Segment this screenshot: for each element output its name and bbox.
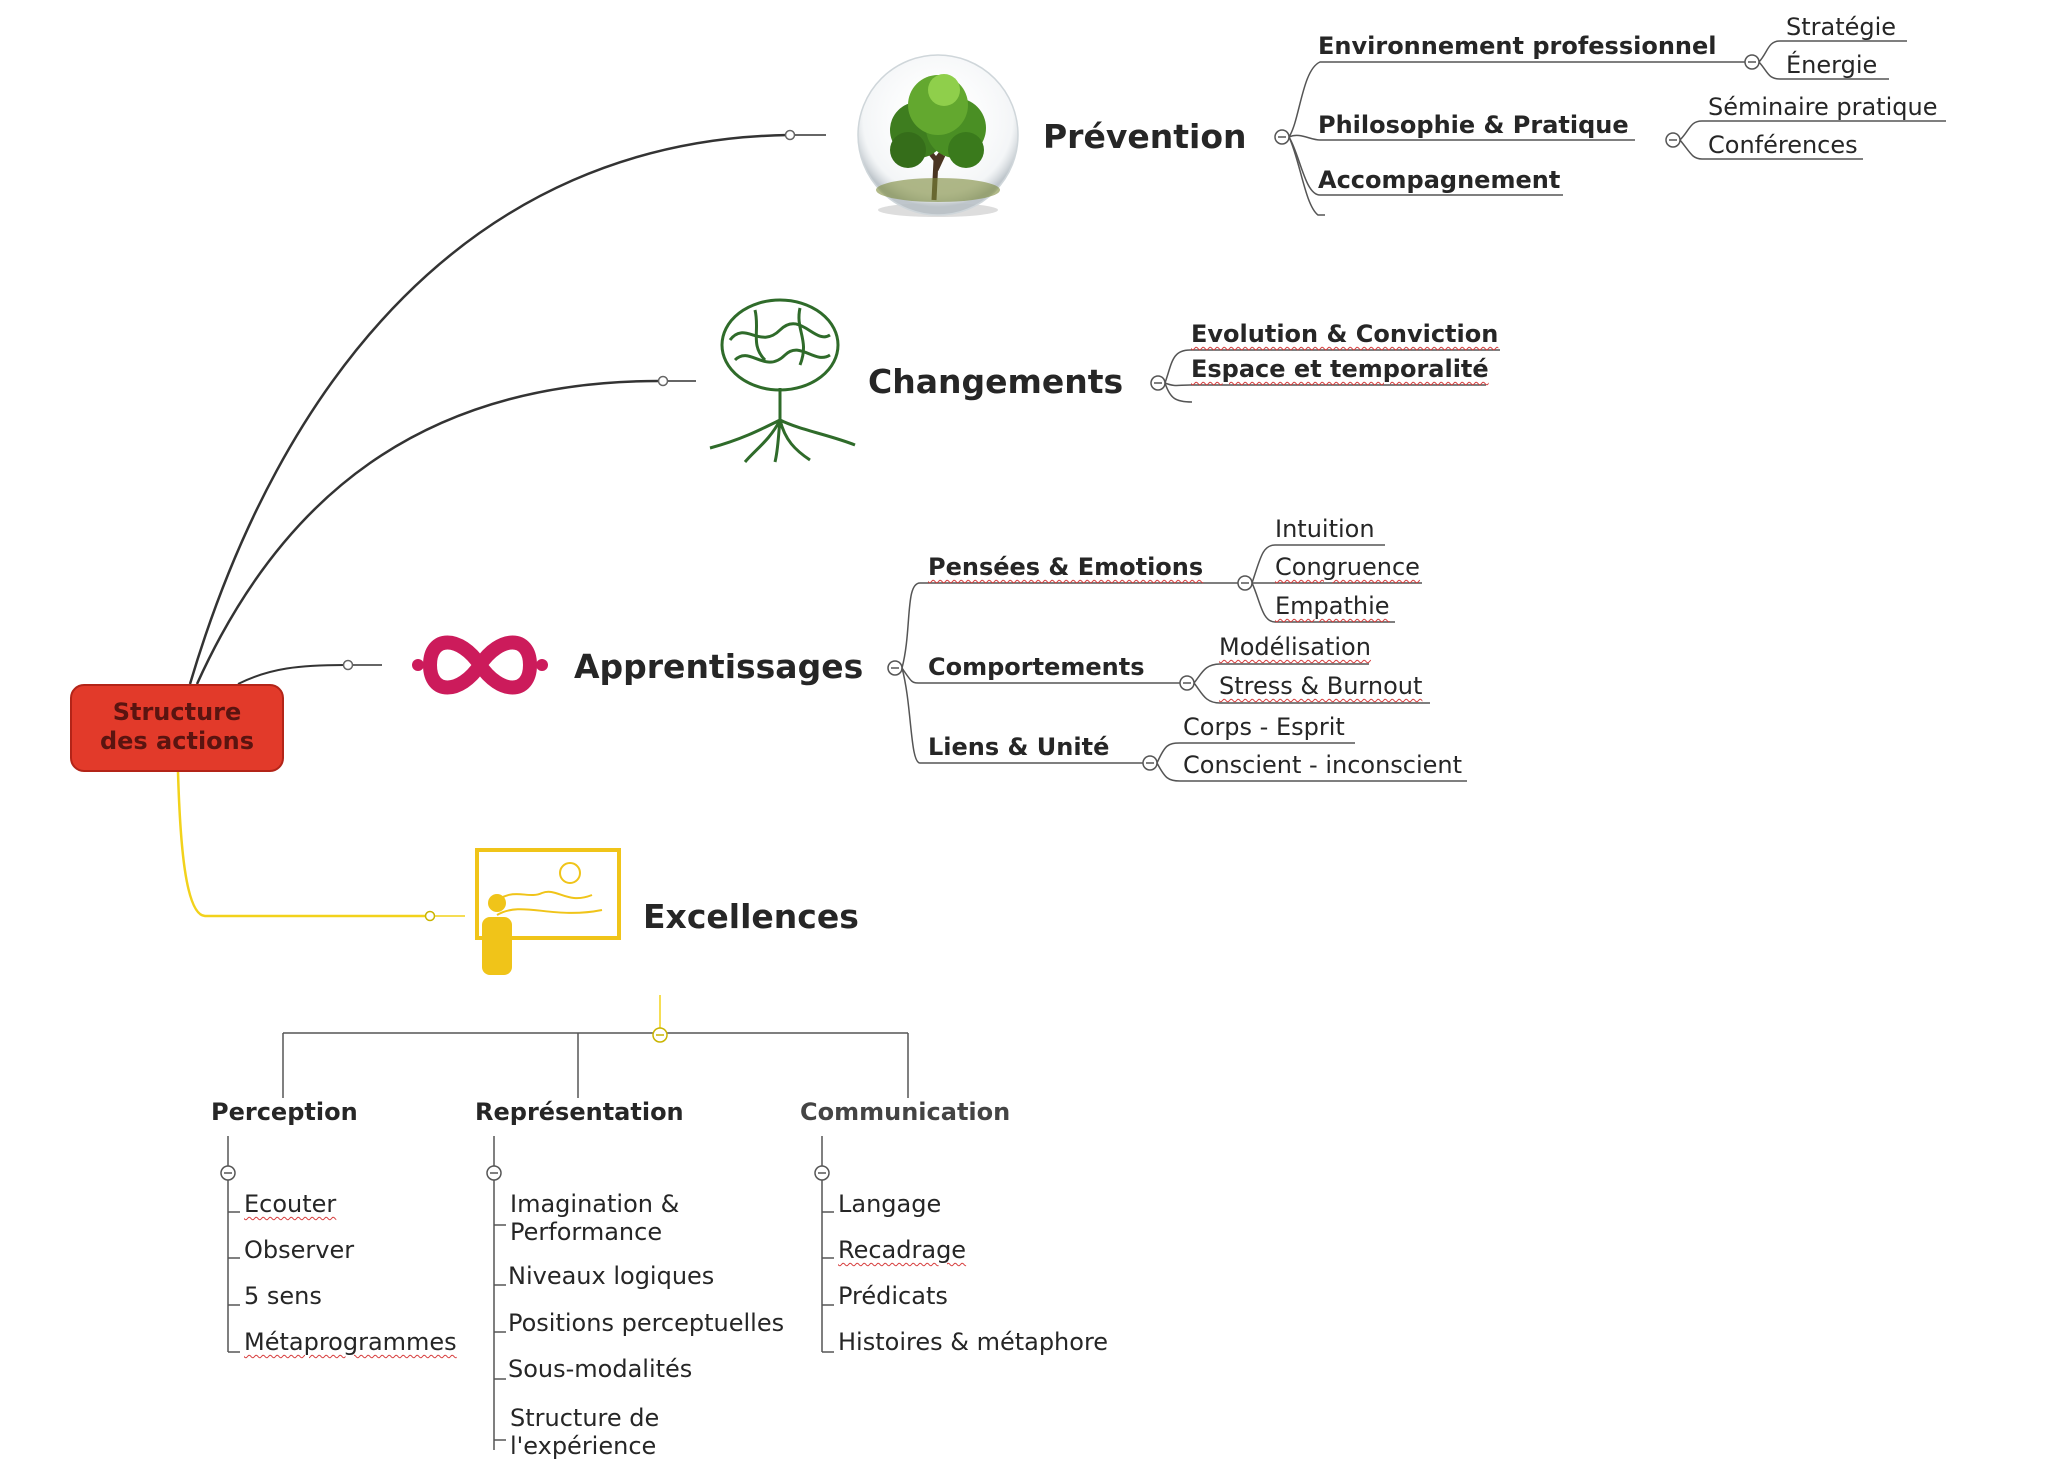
node-positions-perceptuelles[interactable]: Positions perceptuelles xyxy=(508,1309,785,1337)
node-environnement-professionnel[interactable]: Environnement professionnel xyxy=(1318,32,1717,60)
presenter-whiteboard-icon xyxy=(475,848,621,975)
branch-changements[interactable]: Changements xyxy=(868,362,1124,401)
infinity-icon xyxy=(412,635,548,695)
node-observer[interactable]: Observer xyxy=(244,1236,355,1264)
node-histoires-metaphore[interactable]: Histoires & métaphore xyxy=(838,1328,1109,1356)
node-liens-unite[interactable]: Liens & Unité xyxy=(928,733,1110,761)
node-pensees-emotions[interactable]: Pensées & Emotions xyxy=(928,553,1204,581)
connector-excellences xyxy=(176,771,425,918)
node-sous-modalites[interactable]: Sous-modalités xyxy=(508,1355,693,1383)
node-espace-temporalite[interactable]: Espace et temporalité xyxy=(1191,355,1489,383)
connector-apprentissages xyxy=(237,664,346,685)
node-conscient-inconscient[interactable]: Conscient - inconscient xyxy=(1183,751,1463,779)
node-perception[interactable]: Perception xyxy=(211,1098,358,1126)
node-evolution-conviction[interactable]: Evolution & Conviction xyxy=(1191,320,1499,348)
connector-prevention xyxy=(188,133,789,685)
node-stress-burnout[interactable]: Stress & Burnout xyxy=(1219,672,1423,700)
node-niveaux-logiques[interactable]: Niveaux logiques xyxy=(508,1262,715,1290)
root-node[interactable] xyxy=(70,684,284,772)
node-ecouter[interactable]: Ecouter xyxy=(244,1190,337,1218)
node-recadrage[interactable]: Recadrage xyxy=(838,1236,967,1264)
node-empathie[interactable]: Empathie xyxy=(1275,592,1390,620)
node-comportements[interactable]: Comportements xyxy=(928,653,1145,681)
root-label: Structure des actions xyxy=(99,698,255,755)
node-metaprogrammes[interactable]: Métaprogrammes xyxy=(244,1328,457,1356)
node-congruence[interactable]: Congruence xyxy=(1275,553,1420,581)
branch-apprentissages[interactable]: Apprentissages xyxy=(574,647,864,686)
node-corps-esprit[interactable]: Corps - Esprit xyxy=(1183,713,1345,741)
node-accompagnement[interactable]: Accompagnement xyxy=(1318,166,1561,194)
node-conferences[interactable]: Conférences xyxy=(1708,131,1858,159)
node-strategie[interactable]: Stratégie xyxy=(1786,13,1897,41)
connector-changements xyxy=(195,379,663,685)
node-modelisation[interactable]: Modélisation xyxy=(1219,633,1371,661)
brain-tree-icon xyxy=(709,298,856,463)
node-intuition[interactable]: Intuition xyxy=(1275,515,1375,543)
node-philosophie-pratique[interactable]: Philosophie & Pratique xyxy=(1318,111,1629,139)
node-seminaire-pratique[interactable]: Séminaire pratique xyxy=(1708,93,1938,121)
tree-globe-icon xyxy=(857,54,1019,217)
branch-excellences[interactable]: Excellences xyxy=(643,897,859,936)
node-energie[interactable]: Énergie xyxy=(1786,51,1878,79)
node-langage[interactable]: Langage xyxy=(838,1190,942,1218)
branch-prevention[interactable]: Prévention xyxy=(1043,117,1247,156)
node-communication[interactable]: Communication xyxy=(800,1098,1011,1126)
node-predicats[interactable]: Prédicats xyxy=(838,1282,948,1310)
node-representation[interactable]: Représentation xyxy=(475,1098,684,1126)
node-structure-experience[interactable]: Structure de l'expérience xyxy=(510,1404,660,1460)
node-imagination-performance[interactable]: Imagination & Performance xyxy=(510,1190,680,1246)
node-5-sens[interactable]: 5 sens xyxy=(244,1282,322,1310)
